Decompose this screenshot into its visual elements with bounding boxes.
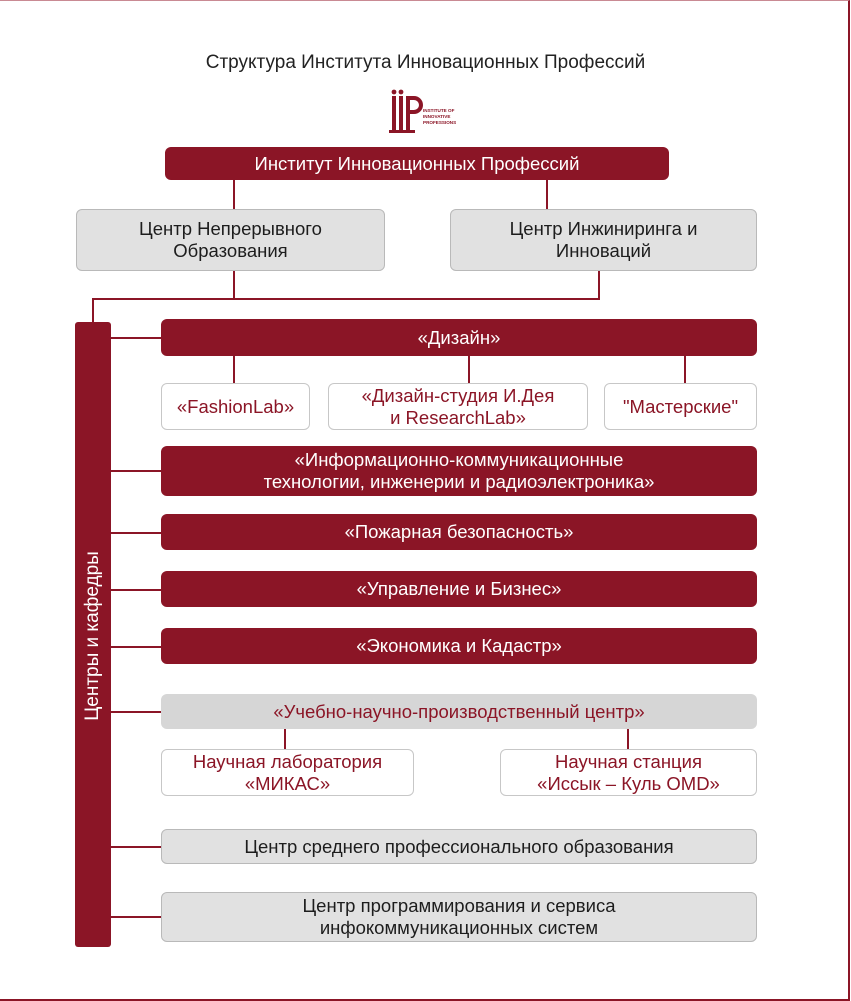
logo-line-2: INNOVATIVE — [423, 114, 450, 119]
economics-label: «Экономика и Кадастр» — [356, 635, 562, 656]
research-center-label: «Учебно-научно-производственный центр» — [273, 700, 645, 722]
programming-label-line1: Центр программирования и сервиса — [302, 895, 616, 916]
management-label: «Управление и Бизнес» — [356, 578, 562, 599]
mikas-label-line2: «МИКАС» — [244, 772, 331, 794]
engineering-innovation-center: Центр Инжиниринга и Инноваций — [450, 209, 757, 271]
programming-label-line2: инфокоммуникационных систем — [319, 917, 599, 938]
design-label: «Дизайн» — [417, 326, 501, 348]
connector — [284, 729, 286, 749]
continuous-education-center: Центр Непрерывного Образования — [76, 209, 385, 271]
connector — [627, 729, 629, 749]
fashionlab-label: «FashionLab» — [176, 395, 295, 417]
connector — [111, 646, 161, 648]
institute-node: Институт Инновационных Профессий — [165, 147, 669, 180]
logo-line-3: PROFESSIONS — [423, 120, 456, 125]
design-studio-line2: и ResearchLab» — [390, 406, 526, 428]
center-label-line1: Центр Непрерывного — [139, 218, 322, 239]
station-label-line2: «Иссык – Куль OMD» — [537, 772, 720, 794]
workshops-label: "Мастерские" — [622, 395, 739, 417]
issyk-kul-station-node: Научная станция «Иссык – Куль OMD» — [500, 749, 757, 796]
connector — [111, 711, 161, 713]
fire-safety-label: «Пожарная безопасность» — [344, 521, 574, 542]
connector — [111, 589, 161, 591]
connector — [111, 916, 161, 918]
connector — [92, 298, 600, 300]
connector — [468, 355, 470, 383]
connector — [92, 298, 94, 324]
connector — [546, 180, 548, 210]
ict-label-line2: технологии, инженерии и радиоэлектроника… — [263, 471, 655, 492]
station-label-line1: Научная станция — [555, 750, 702, 772]
ict-department: «Информационно-коммуникационные технолог… — [161, 446, 757, 496]
workshops-node: "Мастерские" — [604, 383, 757, 430]
design-studio-node: «Дизайн-студия И.Дея и ResearchLab» — [328, 383, 588, 430]
mikas-lab-node: Научная лаборатория «МИКАС» — [161, 749, 414, 796]
design-department: «Дизайн» — [161, 319, 757, 356]
center-label-line2: Инноваций — [555, 240, 652, 261]
fashionlab-node: «FashionLab» — [161, 383, 310, 430]
connector — [233, 180, 235, 210]
center-label-line1: Центр Инжиниринга и — [509, 218, 698, 239]
secondary-vocational-label: Центр среднего профессионального образов… — [244, 835, 674, 857]
mikas-label-line1: Научная лаборатория — [192, 750, 383, 772]
side-bar — [75, 322, 111, 947]
connector — [598, 270, 600, 300]
institute-label: Институт Инновационных Профессий — [254, 152, 580, 174]
connector — [233, 270, 235, 300]
secondary-vocational-center: Центр среднего профессионального образов… — [161, 829, 757, 864]
center-label-line2: Образования — [173, 240, 288, 261]
connector — [111, 532, 161, 534]
iip-logo: INSTITUTE OF INNOVATIVE PROFESSIONS — [389, 89, 456, 133]
ict-label-line1: «Информационно-коммуникационные — [294, 449, 624, 470]
page-title: Структура Института Инновационных Профес… — [205, 52, 646, 73]
economics-department: «Экономика и Кадастр» — [161, 628, 757, 664]
connector — [111, 337, 161, 339]
fire-safety-department: «Пожарная безопасность» — [161, 514, 757, 550]
programming-center: Центр программирования и сервиса инфоком… — [161, 892, 757, 942]
connector — [111, 846, 161, 848]
design-studio-line1: «Дизайн-студия И.Дея — [361, 384, 555, 406]
logo-line-1: INSTITUTE OF — [423, 108, 455, 113]
connector — [684, 355, 686, 383]
research-center: «Учебно-научно-производственный центр» — [161, 694, 757, 729]
management-department: «Управление и Бизнес» — [161, 571, 757, 607]
side-label: Центры и кафедры — [82, 551, 103, 721]
connector — [111, 470, 161, 472]
connector — [233, 355, 235, 383]
